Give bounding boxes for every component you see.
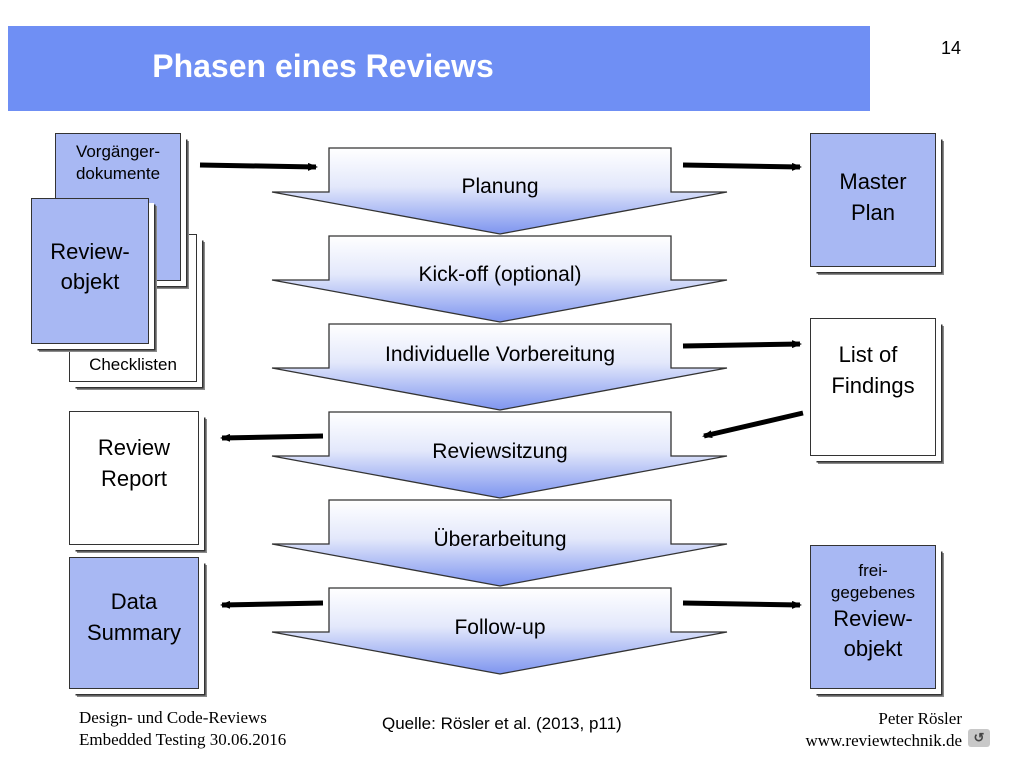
footer-left: Design- und Code-Reviews Embedded Testin…: [79, 707, 286, 751]
arrow-planung-to-master-plan: [682, 162, 802, 171]
doc-review-objekt: Review- objekt: [31, 198, 149, 344]
doc-freigegeben-line4: objekt: [843, 636, 903, 661]
doc-vorgaenger-line2: dokumente: [75, 164, 161, 183]
phase-label-planung: Planung: [461, 175, 539, 198]
arrow-findings-to-reviewsitzung: [702, 410, 804, 439]
phase-chevron-planung: [271, 147, 728, 235]
phase-label-vorbereitung: Individuelle Vorbereitung: [385, 343, 615, 366]
phase-chevron-reviewsitzung: [271, 411, 728, 499]
doc-review-report-line1: Review: [97, 435, 171, 460]
source-quote: Quelle: Rösler et al. (2013, p11): [382, 714, 622, 733]
doc-master-plan-line2: Plan: [850, 200, 896, 225]
arrow-vorbereitung-to-findings: [682, 340, 802, 349]
doc-list-of-findings-line2: Findings: [831, 373, 915, 398]
arrow-followup-to-freigegeben: [682, 600, 802, 609]
phase-label-reviewsitzung: Reviewsitzung: [432, 440, 568, 463]
phase-chevron-vorbereitung: [271, 323, 728, 411]
phase-label-kickoff: Kick-off (optional): [418, 263, 582, 286]
phase-chevron-kickoff: [271, 235, 728, 323]
doc-data-summary: Data Summary: [69, 557, 199, 689]
doc-freigegeben-line1: frei-: [858, 561, 888, 580]
phase-chevron-followup: [271, 587, 728, 675]
footer-right-line1: Peter Rösler: [878, 709, 962, 728]
footer-right: Peter Rösler www.reviewtechnik.de: [760, 708, 962, 752]
doc-data-summary-line2: Summary: [86, 620, 182, 645]
phase-chevron-ueberarbeitung: [271, 499, 728, 587]
footer-right-line2[interactable]: www.reviewtechnik.de: [805, 731, 962, 750]
slide-number: 14: [940, 38, 962, 58]
footer-left-line1: Design- und Code-Reviews: [79, 708, 267, 727]
doc-review-objekt-line1: Review-: [50, 239, 130, 264]
doc-freigegeben-line2: gegebenes: [830, 583, 916, 602]
doc-review-objekt-line2: objekt: [60, 269, 120, 294]
doc-freigegebenes-review-objekt: frei- gegebenes Review- objekt: [810, 545, 936, 689]
arrow-followup-to-data-summary: [220, 600, 324, 609]
doc-list-of-findings: List of Findings: [810, 318, 936, 456]
doc-master-plan: Master Plan: [810, 133, 936, 267]
doc-review-report: Review Report: [69, 411, 199, 545]
arrow-reviewsitzung-to-report: [220, 433, 324, 442]
page-title: Phasen eines Reviews: [152, 48, 494, 84]
title-bar: [8, 26, 870, 111]
doc-checklisten-label: Checklisten: [89, 355, 177, 374]
doc-vorgaenger-line1: Vorgänger-: [75, 142, 161, 161]
arrow-inputs-to-planung: [199, 162, 318, 171]
footer-left-line2: Embedded Testing 30.06.2016: [79, 730, 287, 749]
doc-master-plan-line1: Master: [839, 169, 907, 194]
doc-freigegeben-line3: Review-: [833, 606, 913, 631]
phase-label-followup: Follow-up: [454, 616, 546, 639]
phase-label-ueberarbeitung: Überarbeitung: [433, 528, 567, 551]
doc-data-summary-line1: Data: [110, 589, 158, 614]
reviewtechnik-logo-icon: ↺: [968, 729, 990, 747]
doc-list-of-findings-line1: List of: [838, 342, 898, 367]
doc-review-report-line2: Report: [100, 466, 168, 491]
